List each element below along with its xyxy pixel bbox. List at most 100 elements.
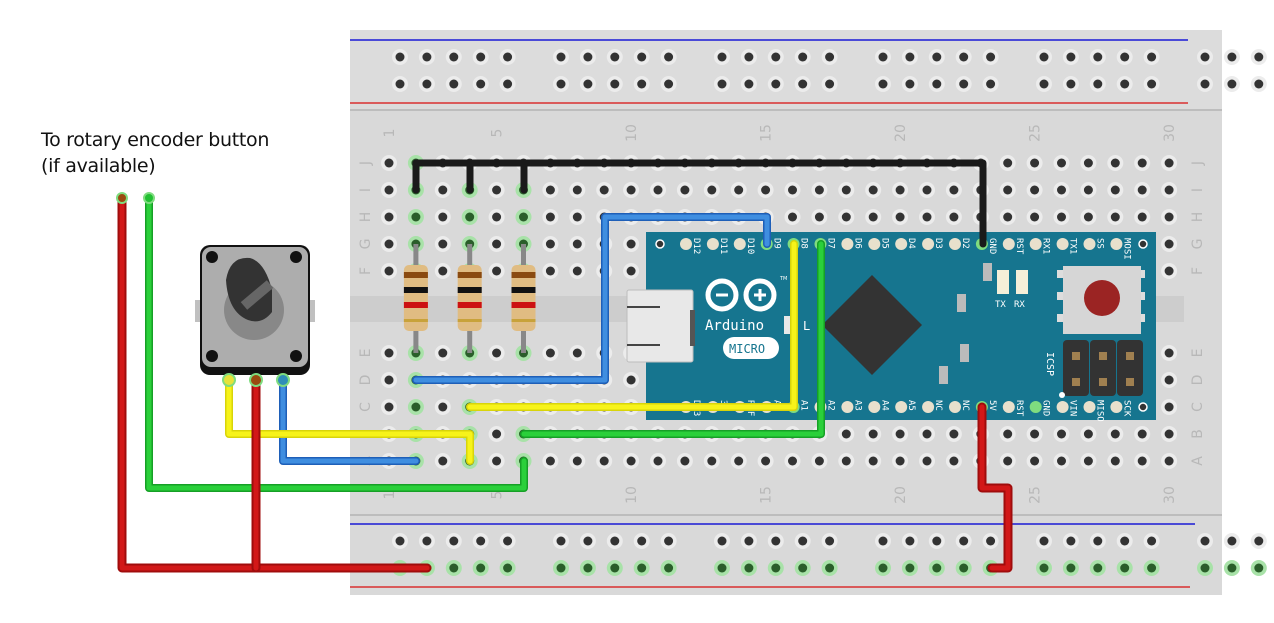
breadboard-hole[interactable] (895, 429, 905, 439)
arduino-pin-miso[interactable] (1083, 401, 1096, 413)
breadboard-hole[interactable] (1039, 52, 1049, 62)
breadboard-hole[interactable] (1164, 266, 1174, 276)
breadboard-hole[interactable] (599, 456, 609, 466)
breadboard-hole[interactable] (1254, 563, 1264, 573)
breadboard-hole[interactable] (492, 429, 502, 439)
breadboard-hole[interactable] (626, 266, 636, 276)
breadboard-hole[interactable] (422, 79, 432, 89)
breadboard-hole[interactable] (922, 429, 932, 439)
breadboard-hole[interactable] (1083, 429, 1093, 439)
breadboard-hole[interactable] (1120, 563, 1130, 573)
breadboard-hole[interactable] (545, 456, 555, 466)
breadboard-hole[interactable] (841, 429, 851, 439)
breadboard-hole[interactable] (1083, 456, 1093, 466)
breadboard-hole[interactable] (1227, 563, 1237, 573)
breadboard-hole[interactable] (949, 456, 959, 466)
breadboard-hole[interactable] (922, 185, 932, 195)
arduino-pin-a5[interactable] (895, 401, 908, 413)
breadboard-hole[interactable] (503, 536, 513, 546)
breadboard-hole[interactable] (637, 536, 647, 546)
breadboard-hole[interactable] (1200, 79, 1210, 89)
breadboard-hole[interactable] (438, 212, 448, 222)
breadboard-hole[interactable] (438, 348, 448, 358)
arduino-pin-rst[interactable] (1002, 401, 1015, 413)
breadboard-hole[interactable] (572, 348, 582, 358)
breadboard-hole[interactable] (959, 563, 969, 573)
arduino-pin-ss[interactable] (1083, 238, 1096, 250)
breadboard-hole[interactable] (476, 536, 486, 546)
breadboard-hole[interactable] (503, 79, 513, 89)
breadboard-hole[interactable] (1003, 212, 1013, 222)
breadboard-hole[interactable] (664, 536, 674, 546)
breadboard-hole[interactable] (1147, 563, 1157, 573)
breadboard-hole[interactable] (653, 456, 663, 466)
breadboard-hole[interactable] (556, 563, 566, 573)
breadboard-hole[interactable] (771, 52, 781, 62)
breadboard-hole[interactable] (1164, 402, 1174, 412)
breadboard-hole[interactable] (868, 429, 878, 439)
breadboard-hole[interactable] (1164, 239, 1174, 249)
breadboard-hole[interactable] (1083, 185, 1093, 195)
breadboard-hole[interactable] (959, 536, 969, 546)
breadboard-hole[interactable] (626, 375, 636, 385)
arduino-pin-d12[interactable] (680, 238, 692, 250)
breadboard-hole[interactable] (384, 348, 394, 358)
breadboard-hole[interactable] (411, 402, 421, 412)
breadboard-hole[interactable] (449, 52, 459, 62)
breadboard-hole[interactable] (1110, 212, 1120, 222)
breadboard-hole[interactable] (1227, 536, 1237, 546)
breadboard-hole[interactable] (1254, 52, 1264, 62)
breadboard-hole[interactable] (986, 52, 996, 62)
breadboard-hole[interactable] (583, 52, 593, 62)
wire-gnd-black[interactable] (412, 159, 987, 248)
breadboard-hole[interactable] (841, 456, 851, 466)
breadboard-hole[interactable] (1227, 79, 1237, 89)
breadboard-hole[interactable] (664, 79, 674, 89)
breadboard-hole[interactable] (922, 212, 932, 222)
breadboard-hole[interactable] (788, 185, 797, 195)
breadboard-hole[interactable] (905, 79, 915, 89)
breadboard-hole[interactable] (545, 348, 555, 358)
breadboard-hole[interactable] (610, 79, 620, 89)
breadboard-hole[interactable] (492, 185, 502, 195)
breadboard-hole[interactable] (798, 79, 808, 89)
arduino-pin-d2[interactable] (949, 238, 961, 250)
breadboard-hole[interactable] (556, 79, 566, 89)
breadboard-hole[interactable] (626, 239, 636, 249)
breadboard-hole[interactable] (1137, 185, 1147, 195)
breadboard-hole[interactable] (878, 536, 888, 546)
breadboard-hole[interactable] (771, 79, 781, 89)
breadboard-hole[interactable] (1120, 52, 1130, 62)
arduino-pin-nc[interactable] (922, 401, 935, 413)
breadboard-hole[interactable] (1200, 563, 1210, 573)
breadboard-hole[interactable] (1039, 536, 1049, 546)
breadboard-hole[interactable] (1083, 212, 1093, 222)
breadboard-hole[interactable] (1066, 52, 1076, 62)
breadboard-hole[interactable] (1164, 185, 1174, 195)
arduino-pin-d3[interactable] (922, 238, 935, 250)
breadboard-hole[interactable] (895, 212, 905, 222)
breadboard-hole[interactable] (878, 52, 888, 62)
breadboard-hole[interactable] (1039, 79, 1049, 89)
breadboard-hole[interactable] (1200, 536, 1210, 546)
breadboard-hole[interactable] (922, 456, 932, 466)
breadboard-hole[interactable] (1003, 158, 1013, 168)
breadboard-hole[interactable] (932, 52, 942, 62)
breadboard-hole[interactable] (1030, 429, 1040, 439)
breadboard-hole[interactable] (465, 212, 475, 222)
breadboard-hole[interactable] (1110, 185, 1120, 195)
breadboard-hole[interactable] (449, 536, 459, 546)
breadboard-hole[interactable] (384, 212, 394, 222)
breadboard-hole[interactable] (476, 79, 486, 89)
breadboard-hole[interactable] (1110, 429, 1120, 439)
breadboard-hole[interactable] (744, 79, 754, 89)
breadboard-hole[interactable] (814, 456, 824, 466)
breadboard-hole[interactable] (664, 52, 674, 62)
breadboard-hole[interactable] (1093, 563, 1103, 573)
breadboard-hole[interactable] (492, 456, 502, 466)
breadboard-hole[interactable] (422, 52, 432, 62)
breadboard-hole[interactable] (841, 185, 851, 195)
breadboard-hole[interactable] (1003, 429, 1013, 439)
breadboard-hole[interactable] (384, 375, 394, 385)
breadboard-hole[interactable] (717, 79, 727, 89)
